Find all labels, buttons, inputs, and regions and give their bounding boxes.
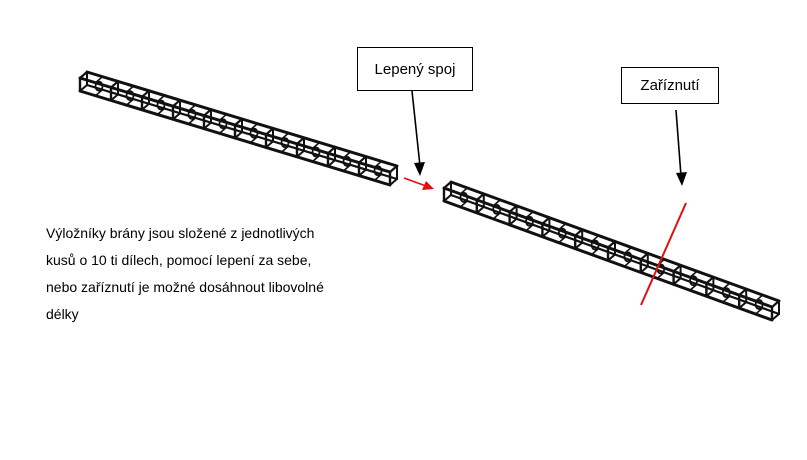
- callout-cut: Zaříznutí: [621, 67, 719, 104]
- description-line: Výložníky brány jsou složené z jednotliv…: [46, 225, 315, 241]
- callout-glued-joint: Lepený spoj: [357, 47, 473, 91]
- truss-segment-right: [442, 180, 781, 322]
- cut-line: [640, 202, 687, 306]
- join-arrow: [403, 177, 434, 190]
- description-text: Výložníky brány jsou složené z jednotliv…: [46, 220, 386, 328]
- description-line: délky: [46, 306, 79, 322]
- truss-segment-left: [78, 70, 399, 187]
- description-line: kusů o 10 ti dílech, pomocí lepení za se…: [46, 252, 312, 268]
- callout-glued-joint-text: Lepený spoj: [374, 60, 456, 78]
- pointer-arrow-cut: [675, 109, 687, 186]
- description-line: nebo zaříznutí je možné dosáhnout libovo…: [46, 279, 324, 295]
- callout-cut-text: Zaříznutí: [640, 77, 700, 94]
- pointer-arrow-joint: [411, 90, 425, 176]
